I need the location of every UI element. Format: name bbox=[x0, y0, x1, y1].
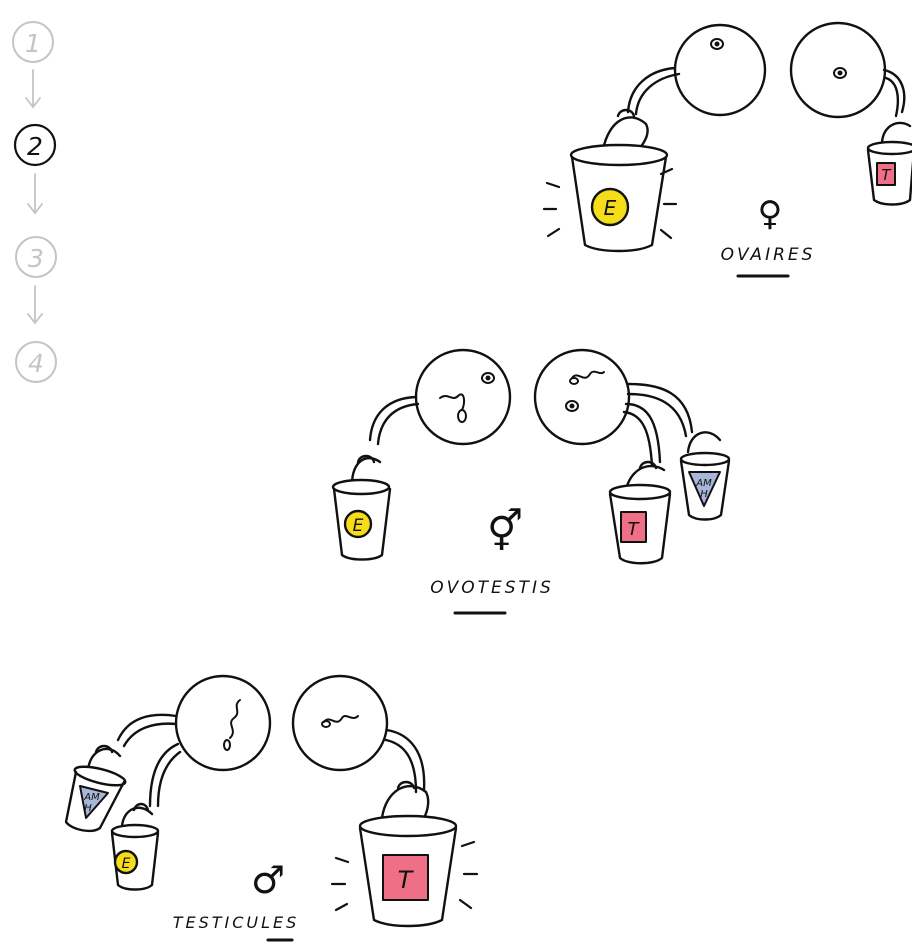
bucket-testosterone-large: T bbox=[330, 780, 479, 928]
tubule-icon bbox=[439, 393, 466, 411]
amh-label-line1: AM bbox=[695, 478, 712, 489]
step-2-label: 2 bbox=[27, 132, 43, 161]
estrogen-badge bbox=[113, 849, 139, 875]
amh-label-line2: H bbox=[700, 489, 708, 500]
panel-testicules: AM H E T ♂ TESTICULES bbox=[64, 674, 479, 942]
amh-badge bbox=[688, 471, 721, 507]
follicle-icon bbox=[565, 400, 579, 412]
female-symbol-icon: ♀ bbox=[758, 194, 783, 234]
panel-ovaires: E T ♀ OVAIRES bbox=[542, 21, 912, 278]
step-arrow-icon bbox=[27, 173, 43, 215]
gonad-circle bbox=[533, 348, 631, 446]
duct-line bbox=[368, 395, 418, 442]
tubule-icon bbox=[571, 370, 605, 379]
testosterone-label: T bbox=[398, 866, 415, 894]
step-3-label: 3 bbox=[28, 244, 44, 273]
step-indicator: 1 2 3 4 bbox=[12, 21, 57, 383]
estrogen-label: E bbox=[122, 856, 131, 872]
testosterone-badge bbox=[620, 511, 647, 543]
bucket-testosterone-small: T bbox=[866, 121, 912, 206]
gonad-circle bbox=[673, 23, 767, 117]
follicle-icon bbox=[481, 372, 495, 384]
duct-line bbox=[627, 382, 694, 434]
duct-line bbox=[148, 742, 180, 808]
testosterone-badge bbox=[382, 854, 429, 901]
estrogen-badge bbox=[590, 187, 630, 227]
step-4[interactable]: 4 bbox=[15, 341, 57, 383]
duct-line bbox=[626, 66, 677, 114]
amh-badge bbox=[79, 785, 109, 819]
intersex-symbol-icon: ⚥ bbox=[487, 508, 523, 555]
duct-line bbox=[385, 728, 426, 792]
estrogen-label: E bbox=[353, 516, 364, 536]
caption-ovaires: OVAIRES bbox=[721, 245, 816, 265]
panel-ovotestis: E T AM H ⚥ OVOTESTIS bbox=[331, 348, 731, 615]
bucket-amh: AM H bbox=[679, 431, 731, 521]
gonad-circle bbox=[291, 674, 389, 772]
emphasis-marks bbox=[542, 167, 678, 240]
testosterone-badge bbox=[876, 162, 896, 186]
gonad-circle bbox=[789, 21, 887, 119]
bucket-estrogen-large: E bbox=[542, 108, 678, 253]
step-4-label: 4 bbox=[28, 349, 44, 378]
follicle-icon bbox=[710, 38, 724, 50]
caption-ovotestis: OVOTESTIS bbox=[430, 578, 554, 598]
tubule-icon bbox=[323, 715, 359, 723]
bucket-testosterone: T bbox=[608, 460, 672, 565]
bucket-estrogen-small: E bbox=[110, 802, 160, 891]
testosterone-label: T bbox=[628, 519, 641, 540]
estrogen-label: E bbox=[604, 196, 617, 220]
emphasis-marks bbox=[330, 840, 479, 912]
male-symbol-icon: ♂ bbox=[251, 858, 285, 902]
duct-line bbox=[882, 68, 906, 114]
step-arrow-icon bbox=[25, 69, 41, 109]
duct-line bbox=[634, 72, 681, 116]
step-arrow-icon bbox=[27, 285, 43, 325]
estrogen-badge bbox=[343, 509, 373, 539]
testosterone-label: T bbox=[881, 166, 892, 184]
duct-line bbox=[624, 402, 662, 464]
step-1[interactable]: 1 bbox=[12, 21, 54, 63]
bucket-amh: AM H bbox=[64, 744, 127, 833]
bucket-estrogen: E bbox=[331, 454, 392, 561]
step-3[interactable]: 3 bbox=[15, 236, 57, 278]
duct-line bbox=[116, 713, 178, 742]
step-2[interactable]: 2 bbox=[13, 123, 57, 167]
gonad-circle bbox=[174, 674, 272, 772]
duct-line bbox=[376, 402, 420, 446]
caption-testicules: TESTICULES bbox=[173, 913, 300, 932]
follicle-icon bbox=[833, 67, 847, 79]
tubule-icon bbox=[229, 699, 241, 739]
amh-label-line2: H bbox=[84, 803, 92, 814]
step-1-label: 1 bbox=[25, 29, 41, 58]
amh-label-line1: AM bbox=[83, 792, 100, 803]
